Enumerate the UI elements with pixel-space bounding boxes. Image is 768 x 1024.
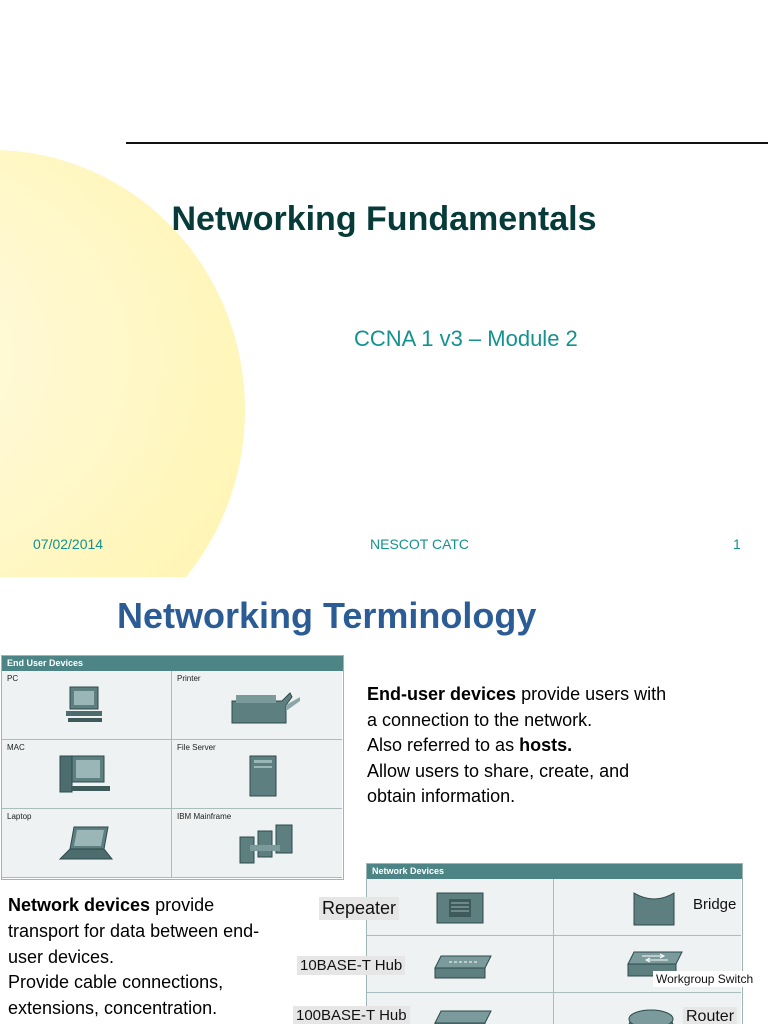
pc-icon — [66, 686, 102, 722]
end-user-description: End-user devices provide users with a co… — [367, 684, 667, 806]
device-cell-mac: MAC — [2, 740, 172, 809]
slide-heading: Networking Terminology — [117, 595, 537, 636]
workgroup-switch-label: Workgroup Switch — [653, 971, 757, 987]
laptop-icon — [58, 826, 114, 860]
router-label: Router — [683, 1007, 738, 1024]
bridge-label: Bridge — [693, 896, 737, 913]
file-server-icon — [249, 755, 277, 797]
device-cell-printer: Printer — [172, 671, 342, 740]
hosts-term: hosts. — [519, 735, 573, 755]
100base-t-hub-label: 100BASE-T Hub — [293, 1006, 410, 1024]
footer-page-number: 1 — [733, 536, 741, 552]
router-icon — [628, 1009, 674, 1024]
switch-icon — [627, 951, 683, 977]
device-cell-ibm-mainframe: IBM Mainframe — [172, 809, 342, 878]
10base-t-hub-label: 10BASE-T Hub — [297, 956, 406, 975]
footer-org: NESCOT CATC — [370, 536, 470, 552]
device-cell-file-server: File Server — [172, 740, 342, 809]
device-cell-pc: PC — [2, 671, 172, 740]
printer-icon — [231, 692, 300, 724]
slide-title-text: Networking Fundamentals — [171, 200, 597, 238]
network-devices-term: Network devices — [8, 895, 151, 915]
mac-icon — [59, 755, 110, 793]
panel-header: Network Devices — [367, 864, 742, 879]
hub-icon — [434, 1010, 492, 1024]
repeater-icon — [436, 892, 484, 924]
device-cell-laptop: Laptop — [2, 809, 172, 878]
network-devices-panel: Network Devices — [366, 863, 743, 1024]
repeater-label: Repeater — [319, 897, 400, 920]
footer-date: 07/02/2014 — [33, 536, 104, 552]
end-user-term: End-user devices — [367, 684, 517, 704]
hub-icon — [434, 955, 492, 979]
slide-title: Networking Fundamentals CCNA 1 v3 – Modu… — [0, 142, 768, 577]
panel-header: End User Devices — [2, 656, 343, 671]
slide-terminology: Networking Terminology End User Devices … — [0, 577, 768, 1024]
device-cell-bridge — [554, 879, 741, 936]
network-devices-description: Network devices provide transport for da… — [8, 895, 260, 1019]
header-rule — [126, 142, 768, 144]
bridge-icon — [633, 892, 675, 926]
end-user-devices-panel: End User Devices PC Printer — [1, 655, 344, 880]
mainframe-icon — [239, 824, 293, 864]
slide-subtitle: CCNA 1 v3 – Module 2 — [354, 326, 578, 351]
